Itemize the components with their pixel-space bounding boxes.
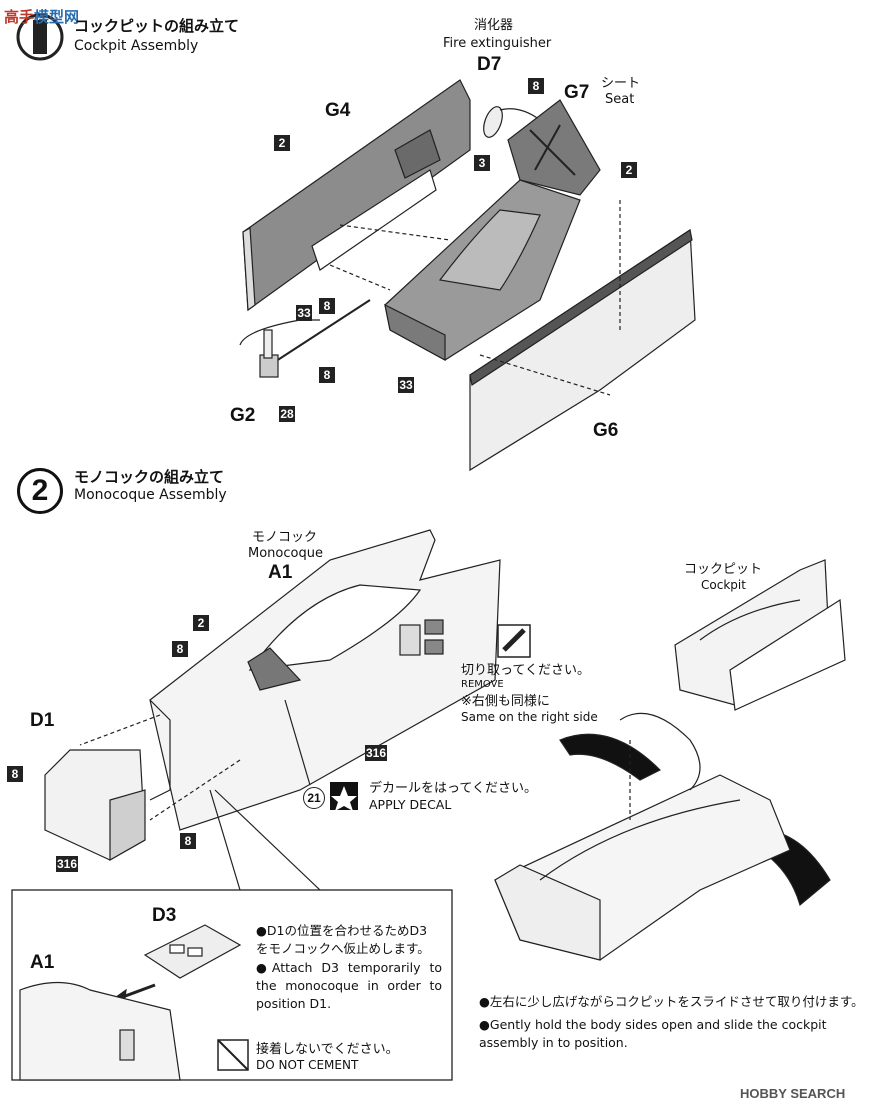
watermark-cn: 高手: [4, 9, 35, 26]
fire-extinguisher-label-jp: 消化器: [474, 18, 514, 33]
color-code-8: 8: [319, 298, 335, 314]
step2-title-en: Monocoque Assembly: [74, 487, 227, 503]
color-code-2: 2: [193, 615, 209, 631]
color-code-3: 3: [474, 155, 490, 171]
no-cement-label-jp: 接着しないでください。: [256, 1042, 399, 1057]
slide-note-en: ●Gently hold the body sides open and sli…: [479, 1017, 827, 1050]
color-code-2: 2: [274, 135, 290, 151]
color-code-8: 8: [319, 367, 335, 383]
part-d3-label: D3: [152, 905, 177, 926]
same-side-label-en: Same on the right side: [461, 710, 598, 724]
same-side-label-jp: ※右側も同様に: [461, 694, 550, 709]
step2-number: 2: [17, 468, 63, 514]
inset-part-a1-label: A1: [30, 952, 55, 973]
color-code-33: 33: [296, 305, 312, 321]
remove-label-jp: 切り取ってください。: [461, 663, 590, 678]
step1-title-jp: コックピットの組み立て: [74, 17, 240, 35]
slide-note-jp: ●左右に少し広げながらコクピットをスライドさせて取り付けます。: [479, 994, 864, 1009]
color-code-8: 8: [7, 766, 23, 782]
watermark-latin: 模型网: [34, 9, 80, 26]
watermark-hobby-search: HOBBY SEARCH: [740, 1086, 846, 1101]
no-cement-label-en: DO NOT CEMENT: [256, 1058, 359, 1072]
part-d7-label: D7: [477, 54, 502, 75]
step2-title-jp: モノコックの組み立て: [74, 468, 225, 486]
color-code-316: 316: [365, 745, 387, 761]
monocoque-label-jp: モノコック: [252, 530, 318, 545]
color-code-28: 28: [279, 406, 295, 422]
remove-label-en: REMOVE: [461, 679, 504, 690]
color-code-8: 8: [528, 78, 544, 94]
part-g6-label: G6: [593, 420, 619, 441]
seat-label-en: Seat: [605, 92, 635, 107]
part-g7-label: G7: [564, 82, 590, 103]
part-g4-label: G4: [325, 100, 351, 121]
inset-note-jp: ●D1の位置を合わせるためD3 をモノコックへ仮止めします。: [256, 923, 430, 956]
seat-label-jp: シート: [601, 76, 641, 91]
part-d1-label: D1: [30, 710, 55, 731]
inset-note-en: ●Attach D3 temporarily to the monocoque …: [256, 960, 442, 1011]
color-code-8: 8: [172, 641, 188, 657]
part-g2-label: G2: [230, 405, 256, 426]
cockpit-label-jp: コックピット: [684, 562, 763, 577]
fire-extinguisher-label-en: Fire extinguisher: [443, 36, 552, 51]
part-a1-label: A1: [268, 562, 293, 583]
color-code-8: 8: [180, 833, 196, 849]
color-code-2: 2: [621, 162, 637, 178]
watermark-logo: 高手模型网: [4, 6, 79, 27]
cockpit-label-en: Cockpit: [701, 578, 746, 592]
decal-number: 21: [303, 787, 325, 809]
apply-decal-label-en: APPLY DECAL: [369, 797, 452, 812]
color-code-33: 33: [398, 377, 414, 393]
color-code-316: 316: [56, 856, 78, 872]
monocoque-label-en: Monocoque: [248, 546, 323, 561]
step1-title-en: Cockpit Assembly: [74, 38, 199, 54]
apply-decal-label-jp: デカールをはってください。: [369, 781, 537, 796]
